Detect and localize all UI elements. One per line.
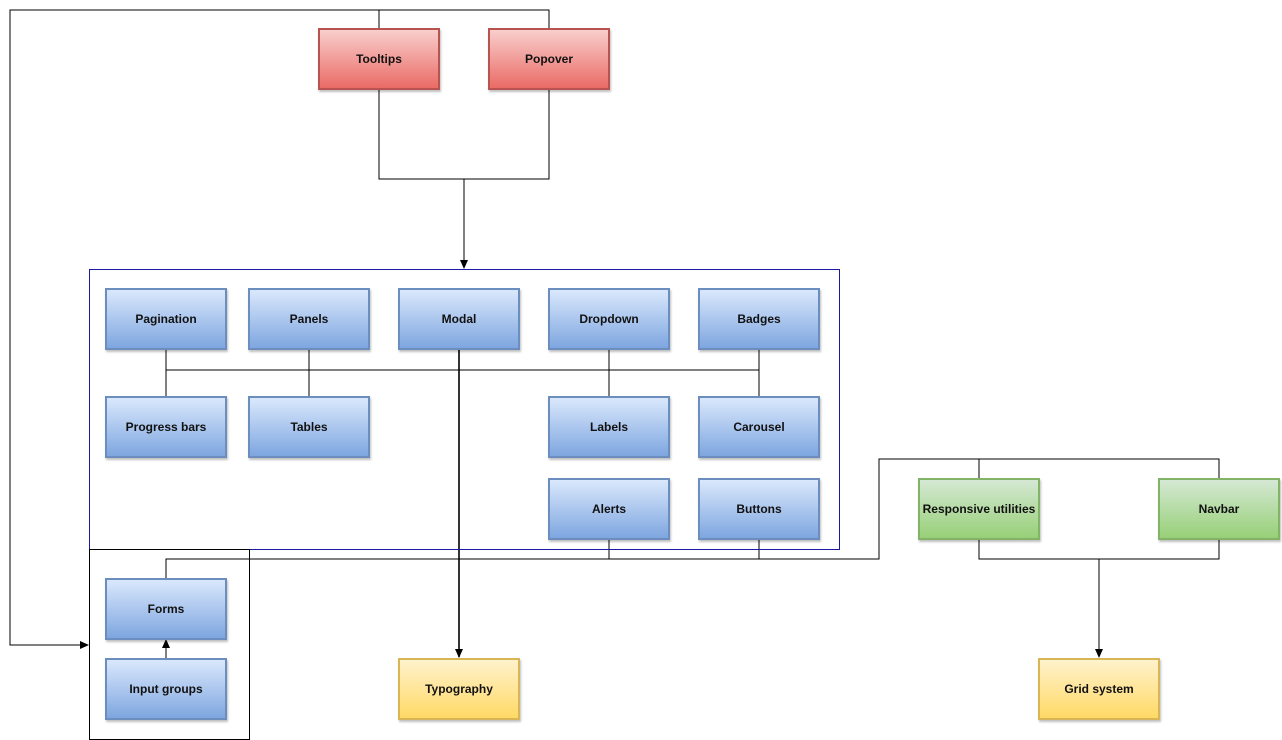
- connector-responsive-navbar-to-grid: [978, 540, 1220, 657]
- panels-node[interactable]: Panels: [248, 288, 370, 350]
- grid-system-node[interactable]: Grid system: [1038, 658, 1160, 720]
- forms-node[interactable]: Forms: [105, 578, 227, 640]
- carousel-node[interactable]: Carousel: [698, 396, 820, 458]
- pagination-node[interactable]: Pagination: [105, 288, 227, 350]
- modal-node[interactable]: Modal: [398, 288, 520, 350]
- labels-node[interactable]: Labels: [548, 396, 670, 458]
- connector-internal-bus: [165, 350, 760, 396]
- connector-tooltips-popover-to-components: [378, 90, 550, 268]
- buttons-node[interactable]: Buttons: [698, 478, 820, 540]
- progress-bars-node[interactable]: Progress bars: [105, 396, 227, 458]
- responsive-utilities-node[interactable]: Responsive utilities: [918, 478, 1040, 540]
- components-group: [89, 269, 840, 550]
- input-groups-node[interactable]: Input groups: [105, 658, 227, 720]
- connector-tooltips-popover-to-forms-group: [9, 9, 550, 645]
- typography-node[interactable]: Typography: [398, 658, 520, 720]
- badges-node[interactable]: Badges: [698, 288, 820, 350]
- dropdown-node[interactable]: Dropdown: [548, 288, 670, 350]
- alerts-node[interactable]: Alerts: [548, 478, 670, 540]
- tables-node[interactable]: Tables: [248, 396, 370, 458]
- popover-node[interactable]: Popover: [488, 28, 610, 90]
- navbar-node[interactable]: Navbar: [1158, 478, 1280, 540]
- tooltips-node[interactable]: Tooltips: [318, 28, 440, 90]
